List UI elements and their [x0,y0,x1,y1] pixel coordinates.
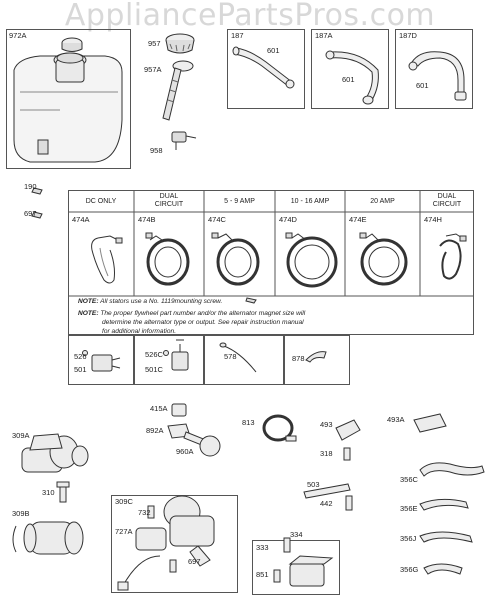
callout-578: 578 [224,352,237,361]
stator-header-20-amp: 20 AMP [370,198,395,205]
note-2-label: NOTE: [78,310,99,317]
stator-header-dual-circuit-2: DUAL CIRCUIT [432,193,462,208]
callout-474A: 474A [72,215,90,224]
callout-501: 501 [74,365,87,374]
callout-309A: 309A [12,431,30,440]
box-fuel-line-187 [227,29,305,109]
callout-334: 334 [290,530,303,539]
callout-960A: 960A [176,447,194,456]
callout-601-a: 601 [267,46,280,55]
callout-356J: 356J [400,534,417,543]
callout-727A: 727A [115,527,133,536]
callout-697-a: 697 [24,209,37,218]
callout-601-b: 601 [342,75,355,84]
callout-442: 442 [320,499,333,508]
callout-501C: 501C [145,365,163,374]
callout-892A: 892A [146,426,164,435]
stator-table-sub4 [284,335,350,385]
callout-813: 813 [242,418,255,427]
callout-878: 878 [292,354,305,363]
callout-474E: 474E [349,215,367,224]
callout-474D: 474D [279,215,297,224]
callout-474C: 474C [208,215,226,224]
note-2-line-1: The proper flywheel part number and/or t… [100,310,306,317]
callout-187A: 187A [315,31,333,40]
box-solenoid-333 [252,540,340,595]
callout-493: 493 [320,420,333,429]
box-starter-309C [111,495,238,593]
callout-958: 958 [150,146,163,155]
stator-table [68,190,474,335]
callout-318: 318 [320,449,333,458]
stator-table-sub1 [68,335,134,385]
stator-header-10-16-amp: 10 - 16 AMP [290,198,330,205]
callout-415A: 415A [150,404,168,413]
box-fuel-tank [6,29,131,169]
callout-697-b: 697 [188,557,201,566]
callout-309C: 309C [115,497,133,506]
callout-187: 187 [231,31,244,40]
callout-732: 732 [138,508,151,517]
callout-526: 526 [74,352,87,361]
callout-957A: 957A [144,65,162,74]
callout-309B: 309B [12,509,30,518]
stator-note-1: NOTE: All stators use a No. 1119mounting… [78,298,222,307]
callout-356C: 356C [400,475,418,484]
stator-note-2: NOTE: The proper flywheel part number an… [78,310,468,337]
stator-table-sub3 [204,335,284,385]
watermark: AppliancePartsPros.com [64,0,436,33]
note-2-line-2: determine the alternator type or output.… [102,318,304,326]
note-2-line-3: for additional information. [102,327,177,335]
callout-493A: 493A [387,415,405,424]
callout-957: 957 [148,39,161,48]
callout-333: 333 [256,543,269,552]
callout-972A: 972A [9,31,27,40]
callout-474B: 474B [138,215,156,224]
note-1-label: NOTE: [78,298,99,305]
callout-503: 503 [307,480,320,489]
box-fuel-line-187D [395,29,473,109]
callout-851: 851 [256,570,269,579]
stator-table-sub2 [134,335,204,385]
box-fuel-line-187A [311,29,389,109]
stator-header-dc-only: DC ONLY [85,198,117,205]
callout-187D: 187D [399,31,417,40]
callout-601-c: 601 [416,81,429,90]
note-1-text: All stators use a No. 1119mounting screw… [100,298,223,305]
callout-474H: 474H [424,215,442,224]
callout-310: 310 [42,488,55,497]
stator-header-dual-circuit: DUAL CIRCUIT [154,193,184,208]
callout-356E: 356E [400,504,418,513]
callout-190: 190 [24,182,37,191]
callout-526C: 526C [145,350,163,359]
callout-356G: 356G [400,565,419,574]
stator-header-5-9-amp: 5 - 9 AMP [224,198,255,205]
